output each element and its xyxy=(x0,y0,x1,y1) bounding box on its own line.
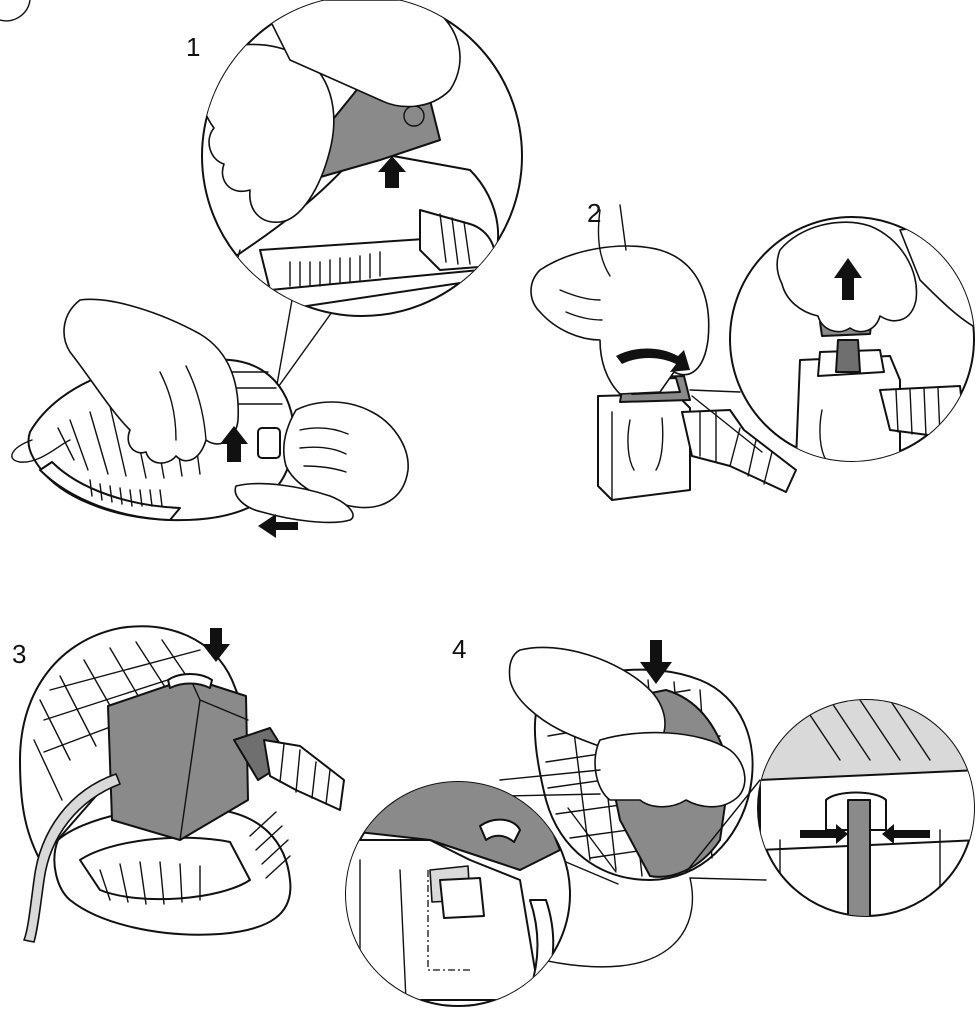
rotate-arrow-icon xyxy=(616,348,690,372)
step-4-cable xyxy=(847,799,871,916)
arrow-up-icon xyxy=(220,426,248,462)
step-4-zoom-detail-right xyxy=(759,700,974,916)
step-2-zoom-detail xyxy=(776,219,974,461)
arrow-down-icon xyxy=(202,628,230,662)
arrow-down-icon xyxy=(640,640,672,684)
arrow-up-icon xyxy=(834,258,862,300)
corner-circle-fragment xyxy=(0,0,31,22)
step-2-illustration xyxy=(530,204,975,501)
step-4-number: 4 xyxy=(452,634,467,664)
step-1-illustration xyxy=(11,0,523,538)
arrow-up-icon xyxy=(378,156,406,188)
step-3-number: 3 xyxy=(12,639,27,669)
step-1-zoom-detail xyxy=(202,0,500,311)
step-1-number: 1 xyxy=(186,32,201,62)
step-2-number: 2 xyxy=(587,198,602,228)
inward-arrows-icon xyxy=(800,824,930,844)
step-4-illustration xyxy=(345,640,975,1007)
arrow-left-icon xyxy=(258,514,298,538)
step-3-illustration xyxy=(19,625,345,943)
